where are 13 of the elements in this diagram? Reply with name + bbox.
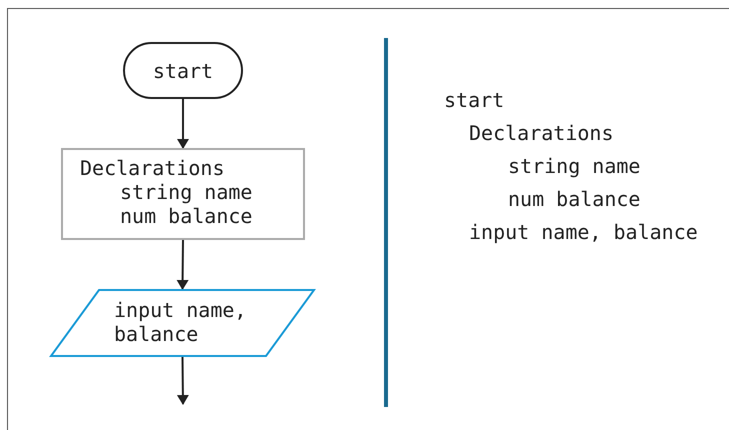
node-text: start <box>152 59 214 83</box>
arrow <box>177 99 189 149</box>
node-text: num balance <box>120 204 252 228</box>
pseudocode-line: input name, balance <box>469 220 698 244</box>
pseudocode-line: Declarations <box>469 121 614 145</box>
arrow <box>176 240 189 290</box>
arrow <box>176 356 189 405</box>
pseudocode-line: num balance <box>508 187 640 211</box>
pseudocode-line: string name <box>508 154 640 178</box>
node-text: input name, balance <box>114 298 248 346</box>
pseudocode-line: start <box>444 88 504 112</box>
node-text: Declarations <box>80 156 224 180</box>
node-text: string name <box>120 180 252 204</box>
